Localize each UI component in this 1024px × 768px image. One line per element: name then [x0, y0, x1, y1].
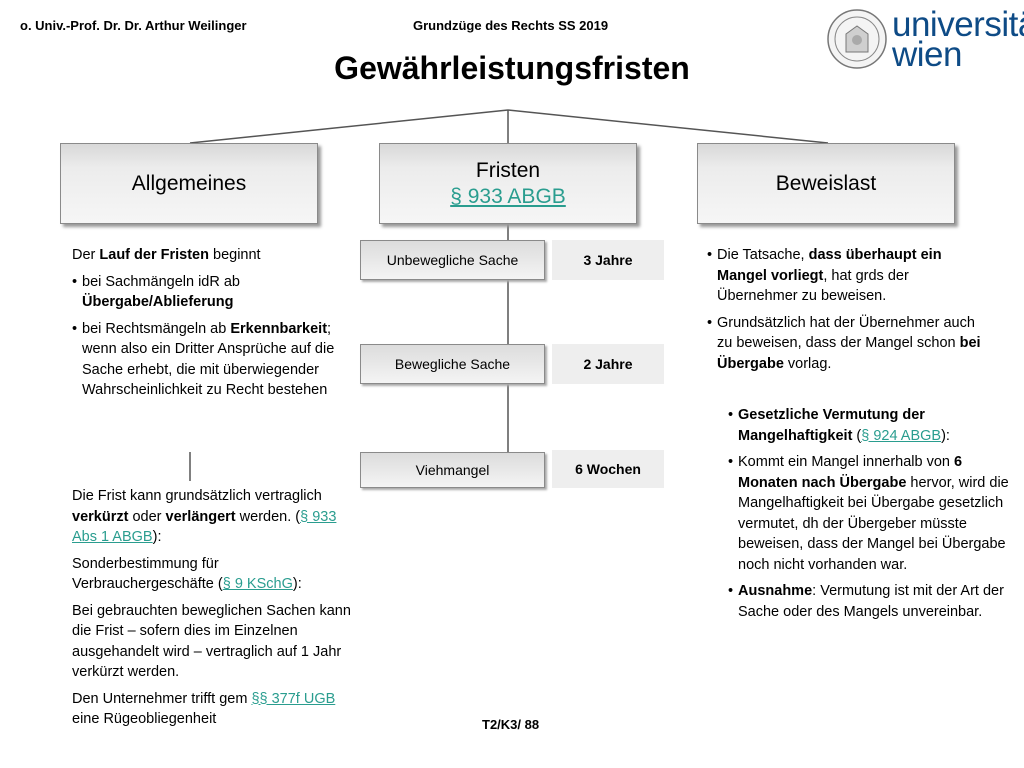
right-r4-pre: Kommt ein Mangel innerhalb von — [738, 454, 955, 470]
right-r1-post: , hat grds der Übernehmer zu beweisen. — [717, 267, 909, 305]
right-r1-pre: Die Tatsache, — [717, 247, 809, 263]
right-r4-bold: 6 Monaten nach Übergabe — [738, 454, 963, 491]
left-text-block-bottom: Die Frist kann grundsätzlich vertraglich… — [72, 486, 357, 736]
left-p2-d: verlängert — [165, 508, 236, 525]
frist-value-viehmangel: 6 Wochen — [552, 450, 664, 488]
right-r3-bold: Gesetzliche Vermutung der Mangelhaftigke… — [738, 407, 925, 444]
left-b1-bold: Übergabe/Ablieferung — [82, 294, 234, 310]
left-frist-vertraglich: Die Frist kann grundsätzlich vertraglich… — [72, 486, 357, 548]
bullet-icon: • — [728, 454, 734, 470]
bullet-icon: • — [728, 583, 734, 599]
box-allgemeines-label: Allgemeines — [131, 171, 247, 195]
left-text-block-top: Der Lauf der Fristen beginnt •bei Sachmä… — [72, 245, 342, 407]
left-intro-bold: Lauf der Fristen — [99, 247, 209, 263]
left-intro-post: beginnt — [208, 247, 261, 263]
left-gebrauchte-sachen: Bei gebrauchten beweglichen Sachen kann … — [72, 602, 351, 681]
author-name: o. Univ.-Prof. Dr. Dr. Arthur Weilinger — [20, 18, 247, 33]
left-intro-pre: Der — [72, 247, 100, 263]
box-beweislast: Beweislast — [697, 143, 955, 224]
right-r3-mid: ( — [852, 427, 862, 444]
link-924-abgb[interactable]: § 924 ABGB — [861, 427, 942, 444]
right-bullet-grundsaetzlich: •Grundsätzlich hat der Übernehmer auch z… — [707, 313, 989, 375]
box-beweislast-label: Beweislast — [775, 171, 877, 195]
right-text-block-nested: •Gesetzliche Vermutung der Mangelhaftigk… — [728, 405, 1018, 628]
right-r2-post: vorlag. — [783, 355, 832, 372]
left-p3-a: Sonderbestimmung für Verbrauchergeschäft… — [72, 555, 223, 593]
left-sonderbestimmung: Sonderbestimmung für Verbrauchergeschäft… — [72, 554, 357, 595]
frist-value-unbeweglich: 3 Jahre — [552, 240, 664, 280]
left-p2-f: ): — [152, 529, 162, 545]
left-ruegeobliegenheit: Den Unternehmer trifft gem §§ 377f UGB e… — [72, 689, 357, 730]
left-bullet-rechtsmaengel: •bei Rechtsmängeln ab Erkennbarkeit; wen… — [72, 319, 342, 401]
bullet-icon: • — [707, 314, 713, 331]
bullet-icon: • — [72, 273, 78, 290]
page-title: Gewährleistungsfristen — [334, 50, 690, 86]
left-p2-a: Die Frist kann grundsätzlich vertraglich — [72, 488, 322, 504]
box-fristen-label: Fristen — [475, 158, 541, 182]
left-bullet-sachmaengel: •bei Sachmängeln idR ab Übergabe/Abliefe… — [72, 272, 342, 313]
left-p2-b: verkürzt — [72, 508, 129, 525]
right-bullet-vermutung: •Gesetzliche Vermutung der Mangelhaftigk… — [728, 405, 1018, 446]
left-p2-e: werden. ( — [235, 508, 301, 525]
left-b2-bold: Erkennbarkeit — [230, 320, 328, 337]
university-logo: universität wien — [892, 5, 1024, 74]
right-bullet-sechs-monate: •Kommt ein Mangel innerhalb von 6 Monate… — [728, 452, 1018, 575]
link-933-abs1-abgb[interactable]: § 933 Abs 1 ABGB — [72, 508, 337, 546]
box-fristen: Fristen § 933 ABGB — [379, 143, 637, 224]
frist-label-beweglich: Bewegliche Sache — [360, 344, 545, 384]
university-seal-icon — [826, 8, 888, 70]
slide-number: T2/K3/ 88 — [482, 717, 540, 732]
right-r5-bold: Ausnahme — [738, 583, 813, 599]
course-title: Grundzüge des Rechts SS 2019 — [413, 18, 609, 33]
left-intro: Der Lauf der Fristen beginnt — [72, 245, 342, 266]
right-text-block-top: •Die Tatsache, dass überhaupt ein Mangel… — [707, 245, 989, 380]
right-r1-bold: dass überhaupt ein Mangel vorliegt — [717, 247, 942, 284]
frist-label-viehmangel: Viehmangel — [360, 452, 545, 488]
right-r3-post: ): — [941, 427, 950, 444]
left-p5-a: Den Unternehmer trifft gem — [72, 690, 252, 707]
right-bullet-tatsache: •Die Tatsache, dass überhaupt ein Mangel… — [707, 245, 989, 307]
bullet-icon: • — [72, 320, 78, 337]
left-b2-post: ; wenn also ein Dritter Ansprüche auf di… — [82, 320, 335, 399]
bullet-icon: • — [728, 407, 734, 423]
link-377f-ugb[interactable]: §§ 377f UGB — [251, 690, 336, 707]
logo-line-1: universität — [892, 5, 1024, 44]
link-933-abgb[interactable]: § 933 ABGB — [450, 184, 566, 208]
left-p3-b: ): — [292, 576, 302, 592]
left-p5-b: eine Rügeobliegenheit — [72, 711, 217, 727]
box-allgemeines: Allgemeines — [60, 143, 318, 224]
left-b2-pre: bei Rechtsmängeln ab — [82, 320, 231, 337]
right-bullet-ausnahme: •Ausnahme: Vermutung ist mit der Art der… — [728, 581, 1018, 622]
right-r2-bold: bei Übergabe — [717, 335, 981, 372]
right-r2-pre: Grundsätzlich hat der Übernehmer auch zu… — [717, 314, 975, 352]
right-r4-post: hervor, wird die Mangelhaftigkeit bei Üb… — [738, 474, 1009, 573]
bullet-icon: • — [707, 247, 713, 263]
frist-value-beweglich: 2 Jahre — [552, 344, 664, 384]
logo-line-2: wien — [892, 35, 962, 74]
left-b1-pre: bei Sachmängeln idR ab — [82, 273, 240, 290]
right-r5-post: : Vermutung ist mit der Art der Sache od… — [738, 583, 1004, 620]
link-9-kschg[interactable]: § 9 KSchG — [222, 576, 293, 592]
frist-label-unbeweglich: Unbewegliche Sache — [360, 240, 545, 280]
connector-to-allgemeines — [189, 109, 509, 144]
left-p2-c: oder — [128, 508, 166, 525]
connector-to-beweislast — [507, 109, 829, 144]
